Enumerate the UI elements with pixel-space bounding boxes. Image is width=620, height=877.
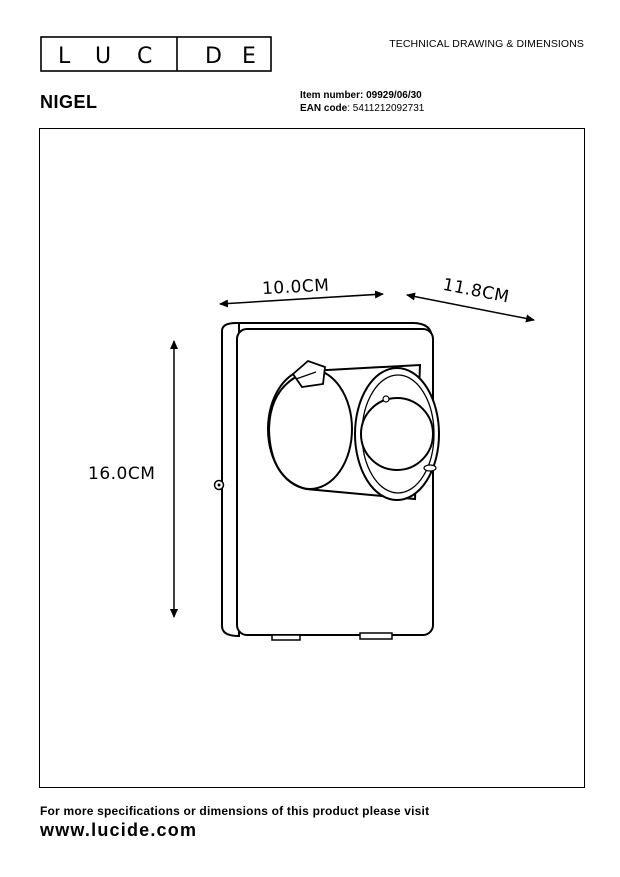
logo-letter-l: L [58,44,71,69]
width-dimension-line [219,290,384,308]
logo-letter-c: C [137,44,152,69]
depth-dimension-line [406,292,535,323]
item-number-row: Item number: 09929/06/30 [300,89,424,102]
technical-drawing: 10.0CM 11.8CM 16.0CM [88,275,535,641]
bottom-tab-left [271,634,301,641]
product-meta: Item number: 09929/06/30 EAN code: 54112… [300,89,424,115]
depth-dimension-label: 11.8CM [441,275,511,307]
drawing-frame: 10.0CM 11.8CM 16.0CM [39,128,585,788]
bottom-tab-right [359,632,393,640]
website-link[interactable]: www.lucide.com [40,820,198,840]
product-name: NIGEL [40,92,98,112]
spot-lens-icon [360,397,434,471]
lucide-logo: L U C D E [40,36,272,72]
height-dimension-label: 16.0CM [88,464,155,484]
item-number-value: 09929/06/30 [366,90,422,101]
item-number-label: Item number: [300,90,364,101]
ean-row: EAN code: 5411212092731 [300,103,425,114]
footer-text: For more specifications or dimensions of… [40,804,430,818]
logo-letter-u: U [95,44,111,69]
logo-letter-e: E [242,44,256,69]
ean-value: 5411212092731 [352,103,425,114]
logo-letter-d: D [205,44,222,69]
ean-label: EAN code [300,103,348,114]
width-dimension-label: 10.0CM [262,276,330,299]
document-title: TECHNICAL DRAWING & DIMENSIONS [389,38,584,50]
